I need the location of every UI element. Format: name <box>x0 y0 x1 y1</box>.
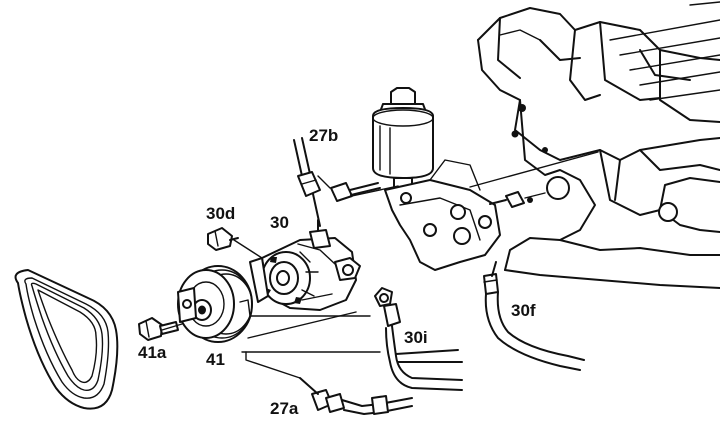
label-30d: 30d <box>206 204 235 223</box>
drive-belt <box>14 269 119 410</box>
engine-block <box>477 1 720 289</box>
label-30: 30 <box>270 213 289 232</box>
hose-27a <box>299 377 413 415</box>
assembly-lines <box>161 175 399 379</box>
bolt-41a <box>138 317 179 341</box>
label-41a: 41a <box>138 343 167 362</box>
pulley <box>177 265 253 343</box>
bolt-30d <box>207 227 239 251</box>
reservoir-bracket <box>330 87 599 271</box>
hose-27b <box>293 137 321 227</box>
label-30f: 30f <box>511 301 536 320</box>
power-steering-pump <box>249 219 361 311</box>
part-labels: 27b 30d 30 41a 41 30i 30f 27a <box>138 126 536 418</box>
label-30i: 30i <box>404 328 428 347</box>
label-27a: 27a <box>270 399 299 418</box>
hose-30f <box>483 261 585 371</box>
label-27b: 27b <box>309 126 338 145</box>
label-41: 41 <box>206 350 225 369</box>
hose-30i <box>374 287 463 391</box>
